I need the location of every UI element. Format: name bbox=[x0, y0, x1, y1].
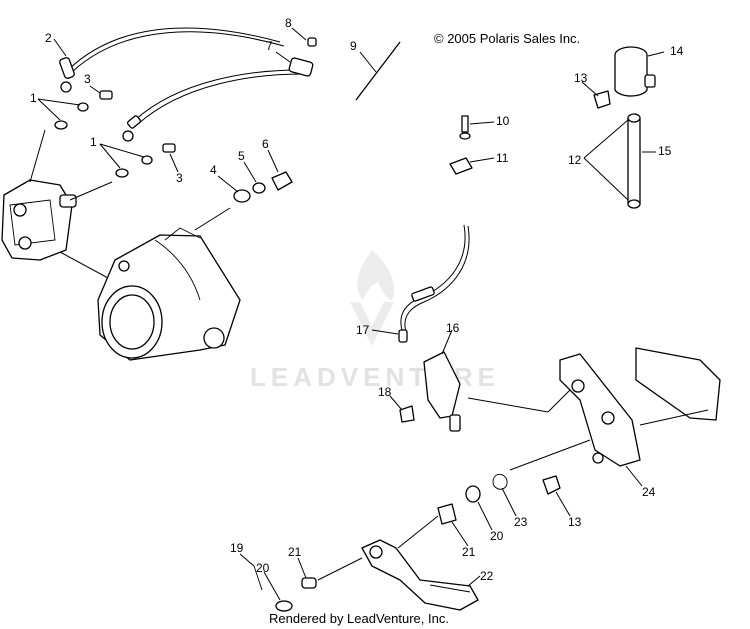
callout-3b: 3 bbox=[176, 171, 183, 185]
callout-leaders bbox=[37, 27, 665, 601]
callout-24: 24 bbox=[642, 485, 656, 499]
callout-2: 2 bbox=[45, 31, 52, 45]
brake-line-upper bbox=[59, 27, 285, 93]
washers-bolts-left bbox=[54, 90, 293, 203]
pivot-hardware bbox=[437, 473, 561, 525]
callout-18: 18 bbox=[378, 385, 392, 399]
callout-7: 7 bbox=[266, 39, 273, 53]
watermark-logo bbox=[350, 250, 394, 346]
pedal-bracket bbox=[467, 347, 721, 471]
brake-line-rear bbox=[398, 224, 470, 343]
reservoir-assembly bbox=[593, 46, 656, 209]
callout-13b: 13 bbox=[568, 515, 582, 529]
callout-21a: 21 bbox=[462, 545, 476, 559]
callout-14: 14 bbox=[670, 44, 684, 58]
copyright-text: © 2005 Polaris Sales Inc. bbox=[434, 31, 581, 46]
callout-21b: 21 bbox=[288, 545, 302, 559]
callout-17: 17 bbox=[356, 323, 370, 337]
pedal-hardware bbox=[253, 565, 317, 612]
callout-4: 4 bbox=[210, 163, 217, 177]
callout-22: 22 bbox=[480, 569, 494, 583]
spindle-housing bbox=[97, 227, 241, 361]
callout-16: 16 bbox=[446, 321, 460, 335]
callout-numbers: 1 2 3 1 3 4 5 6 7 8 9 10 11 12 13 14 15 … bbox=[30, 16, 684, 583]
callout-23: 23 bbox=[514, 515, 528, 529]
callout-12: 12 bbox=[568, 153, 582, 167]
callout-11: 11 bbox=[496, 151, 509, 165]
callout-3a: 3 bbox=[84, 72, 91, 86]
callout-9: 9 bbox=[350, 39, 357, 53]
callout-15: 15 bbox=[658, 144, 672, 158]
callout-20a: 20 bbox=[490, 529, 504, 543]
cable-tie bbox=[355, 41, 401, 101]
callout-6: 6 bbox=[262, 137, 269, 151]
bolt-clamp bbox=[449, 115, 473, 175]
render-credit: Rendered by LeadVenture, Inc. bbox=[269, 611, 449, 626]
callout-1a: 1 bbox=[30, 91, 37, 105]
callout-13a: 13 bbox=[574, 71, 588, 85]
master-cylinder bbox=[399, 351, 461, 432]
callout-19: 19 bbox=[230, 541, 244, 555]
callout-8: 8 bbox=[285, 16, 292, 30]
clip-fitting bbox=[288, 37, 317, 77]
brake-caliper bbox=[1, 179, 77, 261]
brake-pedal bbox=[317, 515, 479, 611]
assembly-lines-left bbox=[29, 129, 231, 279]
brake-line-lower bbox=[122, 69, 303, 142]
callout-20b: 20 bbox=[256, 561, 270, 575]
callout-5: 5 bbox=[238, 149, 245, 163]
callout-1b: 1 bbox=[90, 135, 97, 149]
callout-10: 10 bbox=[496, 114, 510, 128]
